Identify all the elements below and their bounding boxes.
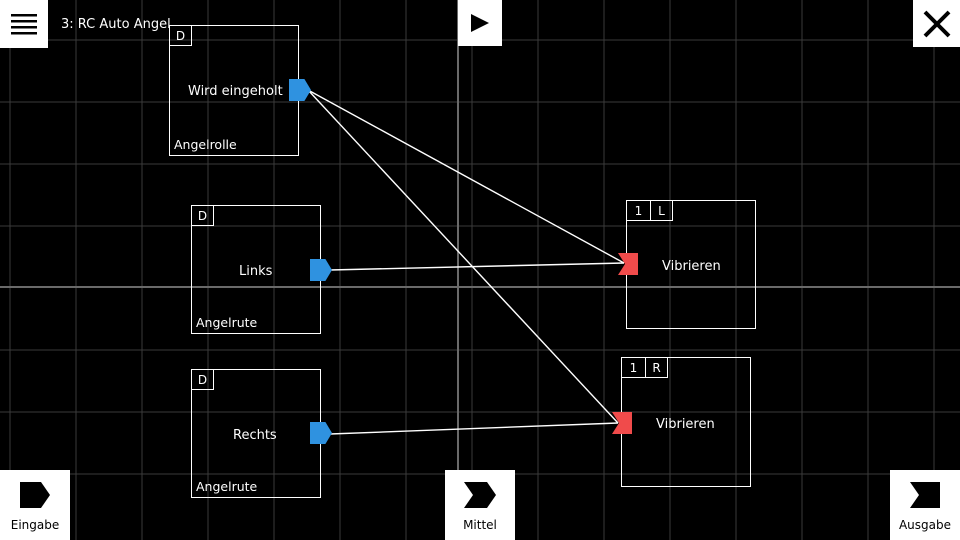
input-port-vibrieren-right[interactable] xyxy=(612,412,632,434)
middle-button-label: Mittel xyxy=(463,518,497,532)
output-chevron-icon xyxy=(910,482,940,508)
node-label: Vibrieren xyxy=(656,417,715,432)
output-button-label: Ausgabe xyxy=(898,518,952,532)
close-button[interactable] xyxy=(913,0,960,47)
node-type-tag: D xyxy=(192,370,214,390)
input-node-wird-eingeholt[interactable]: D Wird eingeholt Angelrolle xyxy=(169,25,299,156)
controller-side-tag: R xyxy=(646,358,668,378)
node-label: Rechts xyxy=(233,428,277,443)
output-node-vibrieren-left[interactable]: 1 L Vibrieren xyxy=(626,200,756,329)
input-button-label: Eingabe xyxy=(10,518,60,532)
controller-number-tag: 1 xyxy=(627,201,651,221)
output-port-rechts[interactable] xyxy=(310,422,332,444)
node-source-label: Angelrute xyxy=(196,479,258,494)
output-port-links[interactable] xyxy=(310,259,332,281)
play-button[interactable] xyxy=(458,0,502,46)
controller-number-tag: 1 xyxy=(622,358,646,378)
output-node-vibrieren-right[interactable]: 1 R Vibrieren xyxy=(621,357,751,487)
input-nodes-button[interactable]: Eingabe xyxy=(0,470,70,540)
input-arrow-icon xyxy=(20,482,50,508)
node-label: Wird eingeholt xyxy=(188,84,283,99)
node-type-tag: D xyxy=(170,26,192,46)
program-title: 3: RC Auto Angel xyxy=(61,17,171,32)
close-x-icon xyxy=(923,10,950,37)
middle-nodes-button[interactable]: Mittel xyxy=(445,470,515,540)
node-source-label: Angelrute xyxy=(196,315,258,330)
hamburger-menu-icon xyxy=(11,14,37,35)
input-port-vibrieren-left[interactable] xyxy=(618,253,638,275)
output-port-wird-eingeholt[interactable] xyxy=(289,79,311,101)
node-source-label: Angelrolle xyxy=(174,137,237,152)
menu-button[interactable] xyxy=(0,0,48,48)
middle-chevron-icon xyxy=(464,482,496,508)
node-type-tag: D xyxy=(192,206,214,226)
input-node-links[interactable]: D Links Angelrute xyxy=(191,205,321,334)
node-label: Links xyxy=(239,264,273,279)
controller-side-tag: L xyxy=(651,201,673,221)
node-label: Vibrieren xyxy=(662,259,721,274)
play-icon xyxy=(471,14,489,32)
input-node-rechts[interactable]: D Rechts Angelrute xyxy=(191,369,321,498)
output-nodes-button[interactable]: Ausgabe xyxy=(890,470,960,540)
